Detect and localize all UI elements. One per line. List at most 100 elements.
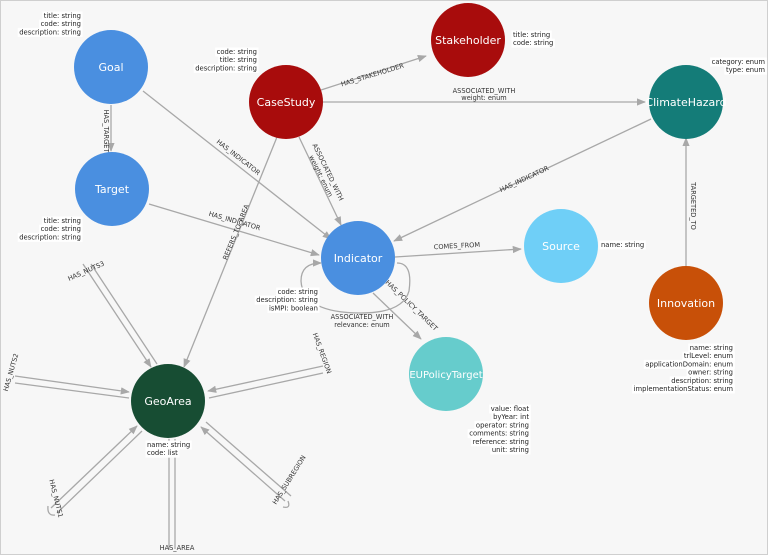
edge-label: HAS_NUTS3 (67, 260, 106, 283)
edge-sublabel: relevance: enum (334, 321, 389, 329)
edge-comes-from[interactable]: COMES_FROM (394, 241, 522, 258)
property-background (599, 240, 646, 250)
node-circle[interactable] (524, 209, 598, 283)
node-circle[interactable] (249, 65, 323, 139)
node-circle[interactable] (409, 337, 483, 411)
edge-has-nuts2[interactable]: HAS_NUTS2 (2, 353, 130, 399)
property-background (682, 351, 735, 361)
node-circle[interactable] (649, 65, 723, 139)
property-background (145, 440, 192, 450)
property-background (724, 65, 767, 75)
node-circle[interactable] (131, 364, 205, 438)
edge-label: HAS_AREA (160, 544, 195, 552)
node-casestudy[interactable]: CaseStudy (249, 65, 323, 139)
edge-cs-associated-indicator[interactable]: ASSOCIATED_WITH weight: enum (298, 136, 345, 226)
property-background (710, 57, 767, 67)
property-background (511, 30, 552, 40)
edge-label: HAS_POLICY_TARGET (384, 279, 440, 334)
property-item: code: string (278, 288, 318, 296)
edge-has-nuts3[interactable]: HAS_NUTS3 (67, 260, 158, 368)
property-item: description: string (195, 64, 257, 72)
property-item: owner: string (688, 369, 733, 377)
node-eupolicytarget[interactable]: EUPolicyTarget (409, 337, 483, 411)
edge-label: TARGETED_TO (689, 181, 697, 230)
property-background (471, 437, 531, 447)
node-geoarea[interactable]: GeoArea (131, 364, 205, 438)
property-background (17, 27, 83, 37)
edge-has-region[interactable]: HAS_REGION (207, 332, 333, 399)
edge-label: HAS_TARGET (102, 110, 110, 154)
edge-hazard-has-indicator[interactable]: HAS_INDICATOR (393, 118, 652, 242)
node-circle[interactable] (321, 221, 395, 295)
node-label: Goal (98, 61, 123, 74)
property-background (215, 47, 259, 57)
property-item: name: string (147, 441, 190, 449)
node-circle[interactable] (74, 30, 148, 104)
property-item: code: list (147, 449, 178, 457)
property-background (688, 343, 735, 353)
property-item: trlLevel: enum (684, 352, 734, 360)
property-item: title: string (220, 56, 257, 64)
property-item: value: float (491, 405, 530, 413)
node-stakeholder[interactable]: Stakeholder (431, 3, 505, 77)
edge-targeted-to[interactable]: TARGETED_TO (682, 137, 697, 267)
property-item: code: string (41, 225, 81, 233)
node-label: CaseStudy (257, 96, 316, 109)
node-label: Source (542, 240, 580, 253)
node-label: EUPolicyTarget (409, 370, 482, 381)
edge-has-policy-target[interactable]: HAS_POLICY_TARGET (372, 279, 440, 340)
node-label: Target (94, 183, 130, 196)
edge-refers-to-area[interactable]: REFERS_TO_AREA (183, 136, 278, 368)
property-background (489, 404, 531, 414)
props-source: name: string (599, 240, 646, 250)
node-innovation[interactable]: Innovation (649, 266, 723, 340)
edge-sublabel: weight: enum (461, 94, 506, 102)
edge-label: ASSOCIATED_WITH (331, 313, 394, 321)
node-label: Stakeholder (435, 34, 501, 47)
property-item: category: enum (712, 58, 766, 66)
edge-cs-associated-hazard[interactable]: ASSOCIATED_WITH weight: enum (323, 87, 646, 106)
property-item: type: enum (726, 66, 765, 74)
property-background (276, 287, 320, 297)
property-background (490, 445, 531, 455)
node-climatehazard[interactable]: ClimateHazard (645, 65, 727, 139)
property-background (39, 224, 83, 234)
edge-label: HAS_NUTS2 (2, 353, 20, 393)
node-circle[interactable] (649, 266, 723, 340)
node-target[interactable]: Target (75, 152, 149, 226)
edge-label: HAS_NUTS1 (47, 479, 64, 519)
property-background (42, 11, 83, 21)
node-circle[interactable] (431, 3, 505, 77)
node-circle[interactable] (75, 152, 149, 226)
edge-indicator-self-loop[interactable]: ASSOCIATED_WITH relevance: enum (300, 259, 411, 329)
property-background (254, 295, 320, 305)
property-background (17, 232, 83, 242)
property-background (39, 19, 83, 29)
edge-label: HAS_SUBREGION (271, 454, 308, 506)
node-source[interactable]: Source (524, 209, 598, 283)
node-indicator[interactable]: Indicator (321, 221, 395, 295)
edge-label: HAS_INDICATOR (498, 164, 550, 194)
property-item: name: string (690, 344, 733, 352)
property-item: code: string (513, 39, 553, 47)
property-item: description: string (19, 233, 81, 241)
node-goal[interactable]: Goal (74, 30, 148, 104)
property-item: description: string (671, 377, 733, 385)
edge-has-nuts1[interactable]: HAS_NUTS1 (47, 425, 143, 519)
edge-has-target[interactable]: HAS_TARGET (102, 105, 115, 154)
property-item: description: string (19, 28, 81, 36)
property-background (686, 368, 735, 378)
edge-has-stakeholder[interactable]: HAS_STAKEHOLDER (320, 55, 427, 91)
property-background (511, 38, 555, 48)
edge-has-subregion[interactable]: HAS_SUBREGION (200, 421, 308, 509)
property-background (474, 420, 531, 430)
